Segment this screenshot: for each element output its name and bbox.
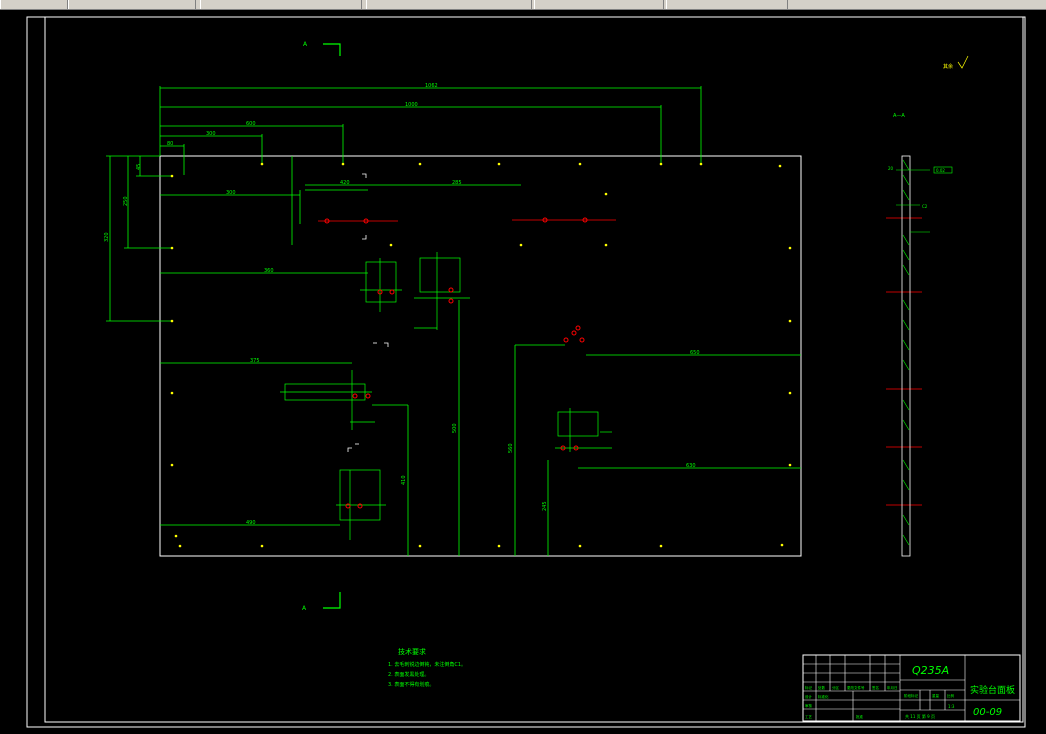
- tolerance-label: 0.02: [936, 168, 945, 173]
- title-label: 年月日: [887, 685, 898, 690]
- section-mark-label: A: [302, 605, 307, 612]
- thickness-label: 20: [888, 166, 894, 171]
- sheet-info: 共 11 页 第 9 页: [905, 713, 935, 719]
- tech-req-title: 技术要求: [398, 647, 426, 656]
- dim-label: 630: [686, 463, 696, 469]
- scale-value: 1:3: [948, 704, 955, 709]
- dim-label: 600: [246, 121, 256, 127]
- section-view: A—A 0.02 20 C2: [888, 113, 953, 557]
- dim-label: 410: [401, 475, 407, 485]
- title-label: 标记: [805, 685, 813, 690]
- left-dimensions: [106, 155, 172, 322]
- title-label: 更改文件号: [847, 685, 865, 690]
- dim-label: 45: [136, 164, 142, 170]
- toolbar-tab[interactable]: [534, 0, 664, 9]
- roughness-symbol: 其余: [943, 55, 969, 70]
- cad-drawing-canvas[interactable]: A A 1062 1000 600 300 80 320 250 45: [0, 10, 1046, 734]
- hole-cluster-dims: [280, 252, 612, 540]
- through-holes: [324, 217, 588, 509]
- dim-label: 560: [508, 443, 514, 453]
- dim-label: 1000: [405, 102, 418, 108]
- drawing-svg: A A 1062 1000 600 300 80 320 250 45: [26, 16, 1026, 728]
- toolbar-tab[interactable]: [0, 0, 68, 9]
- dim-label: 650: [690, 350, 700, 356]
- title-label: 阶段标记: [904, 693, 918, 698]
- dim-label: 1062: [425, 83, 438, 89]
- window-toolbar: [0, 0, 1046, 10]
- dim-label: 245: [542, 501, 548, 511]
- dim-label: 490: [246, 520, 256, 526]
- section-mark-label: A: [303, 41, 308, 48]
- part-name: 实验台面板: [970, 684, 1015, 696]
- mounting-holes: [170, 162, 792, 548]
- interior-dimensions: [160, 156, 801, 556]
- title-label: 工艺: [805, 714, 813, 719]
- tech-req-item: 1. 去毛刺锐边倒钝，未注倒角C1。: [388, 661, 466, 668]
- tech-req-item: 2. 表面发黑处理。: [388, 671, 429, 678]
- title-label: 审核: [805, 703, 813, 708]
- dim-label: 300: [226, 190, 236, 196]
- title-label: 处数: [818, 685, 826, 690]
- outer-frame: [26, 16, 1026, 728]
- toolbar-tab[interactable]: [68, 0, 196, 9]
- title-label: 分区: [832, 685, 840, 690]
- centerlines: [318, 217, 922, 506]
- title-label: 比例: [947, 693, 955, 698]
- corner-marks: [347, 173, 389, 452]
- section-view-label: A—A: [893, 113, 905, 119]
- title-label: 批准: [856, 714, 864, 719]
- dim-label: 375: [250, 358, 260, 364]
- dim-label: 420: [340, 180, 350, 186]
- dim-label: 300: [206, 131, 216, 137]
- title-label: 标准化: [818, 694, 829, 699]
- title-label: 签名: [872, 685, 879, 690]
- chamfer-label: C2: [922, 204, 928, 209]
- dim-label: 320: [104, 232, 110, 242]
- dim-label: 360: [264, 268, 274, 274]
- tech-requirements: 技术要求 1. 去毛刺锐边倒钝，未注倒角C1。 2. 表面发黑处理。 3. 表面…: [388, 647, 466, 688]
- plate-outline: [159, 155, 802, 557]
- inner-frame: [44, 16, 1024, 723]
- toolbar-tab[interactable]: [366, 0, 532, 9]
- title-label: 设计: [805, 694, 813, 699]
- dim-label: 285: [452, 180, 462, 186]
- tech-req-item: 3. 表面不得有划痕。: [388, 681, 434, 688]
- title-label: 重量: [932, 693, 940, 698]
- toolbar-tab[interactable]: [200, 0, 362, 9]
- section-mark-top: A: [303, 41, 341, 56]
- section-mark-bottom: A: [302, 592, 341, 612]
- dim-label: 500: [452, 423, 458, 433]
- dim-label: 80: [167, 141, 173, 147]
- roughness-note: 其余: [943, 63, 953, 70]
- toolbar-tab[interactable]: [666, 0, 788, 9]
- drawing-number: 00-09: [973, 707, 1002, 718]
- material-label: Q235A: [912, 664, 949, 677]
- title-block: Q235A 实验台面板 00-09 1:3 共 11 页 第 9 页 标记 处数…: [802, 654, 1021, 722]
- top-dimensions: [159, 86, 702, 175]
- dim-label: 250: [123, 196, 129, 206]
